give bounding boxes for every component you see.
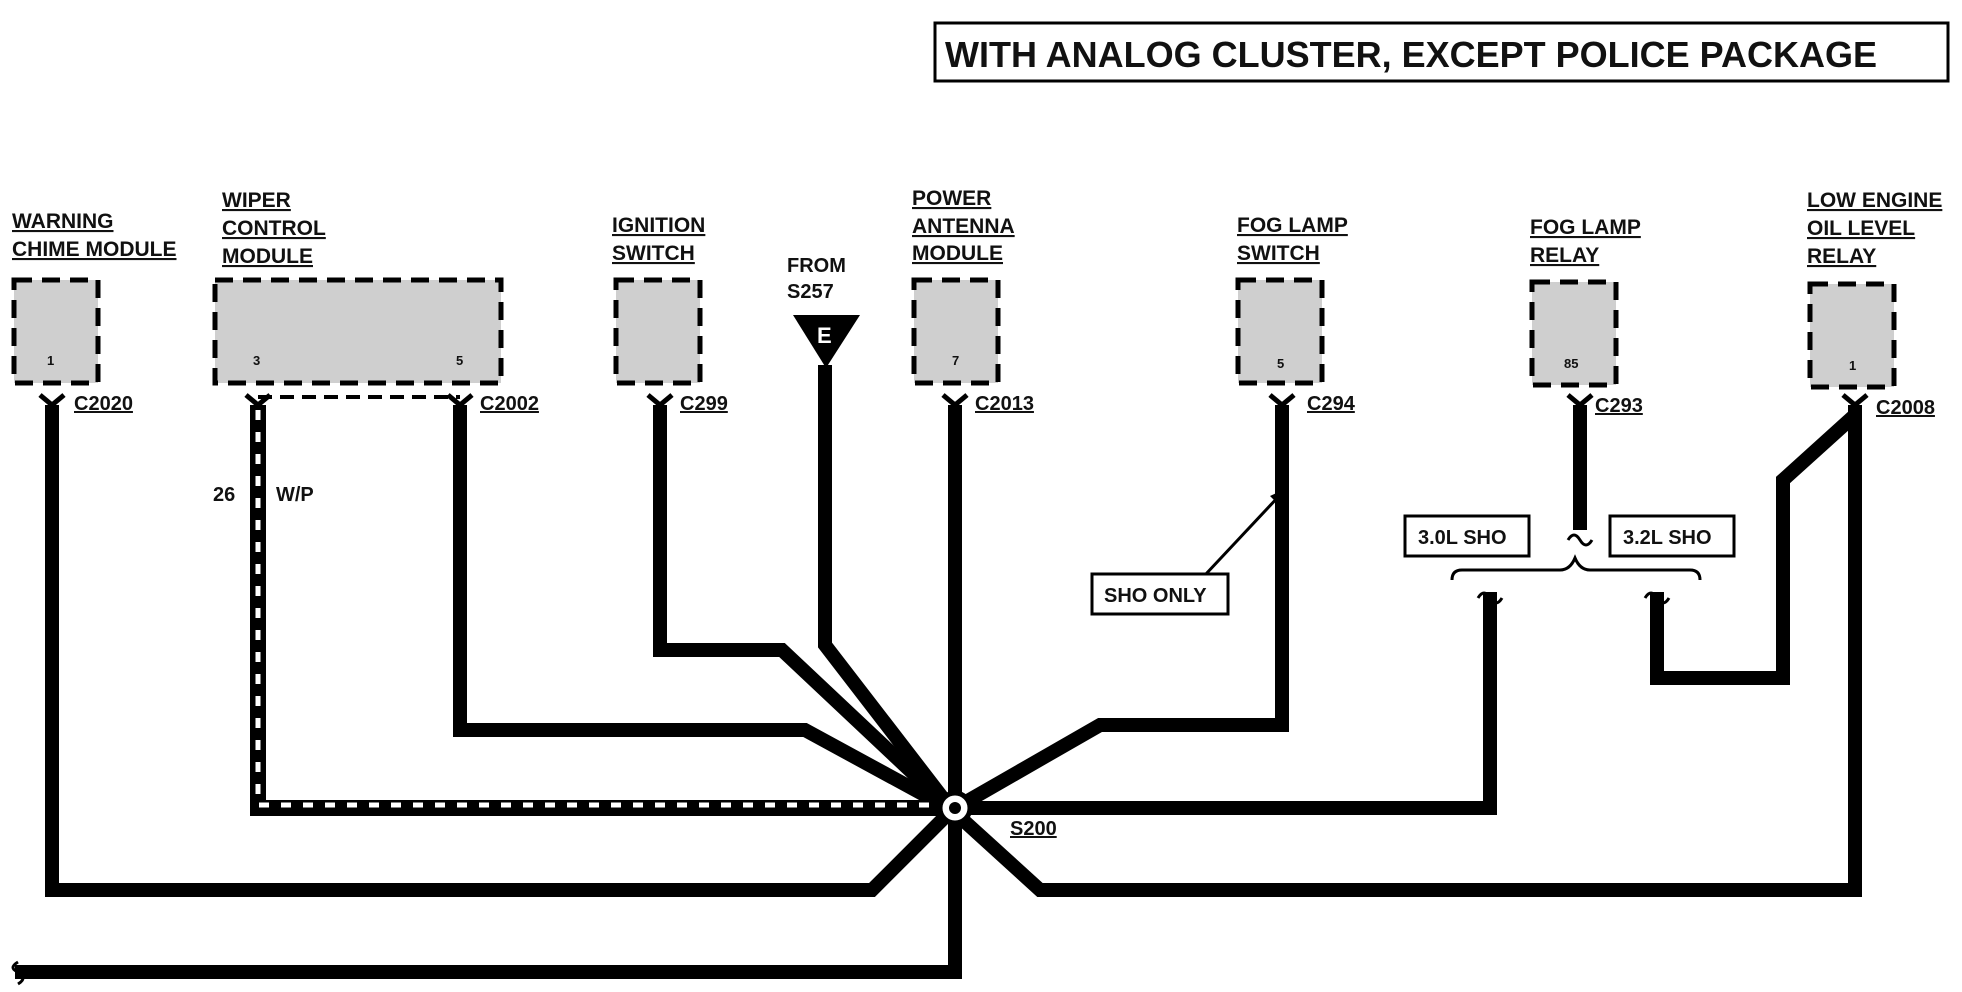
wire-ignition xyxy=(653,405,957,816)
wire-warning-chime xyxy=(45,405,957,897)
svg-text:FOG LAMP: FOG LAMP xyxy=(1530,216,1641,239)
splice-s200: S200 xyxy=(937,790,1057,840)
svg-text:MODULE: MODULE xyxy=(222,245,313,268)
svg-text:POWER: POWER xyxy=(912,187,991,210)
sho-only-callout: SHO ONLY xyxy=(1090,490,1283,616)
connector-c2008: C2008 xyxy=(1876,397,1935,419)
low-engine-oil-level-relay: LOW ENGINE OIL LEVEL RELAY 1 C2008 xyxy=(1807,189,1942,419)
svg-text:ANTENNA: ANTENNA xyxy=(912,215,1015,238)
title-box: WITH ANALOG CLUSTER, EXCEPT POLICE PACKA… xyxy=(933,21,1950,83)
svg-text:WARNING: WARNING xyxy=(12,210,114,233)
svg-text:1: 1 xyxy=(47,353,54,368)
wires xyxy=(11,365,1869,986)
sho-only-label: SHO ONLY xyxy=(1104,585,1207,607)
svg-text:5: 5 xyxy=(456,353,463,368)
svg-text:FROM: FROM xyxy=(787,255,846,277)
svg-text:SWITCH: SWITCH xyxy=(612,242,695,265)
svg-text:IGNITION: IGNITION xyxy=(612,214,705,237)
wire-sho-30 xyxy=(952,592,1497,815)
sho-30-label: 3.0L SHO xyxy=(1418,527,1507,549)
ground-symbol-letter: E xyxy=(817,323,832,348)
fog-lamp-relay: FOG LAMP RELAY 85 C293 xyxy=(1529,216,1643,417)
warning-chime-module: WARNING CHIME MODULE 1 C2020 xyxy=(11,210,177,415)
svg-text:7: 7 xyxy=(952,353,959,368)
connector-c2020: C2020 xyxy=(74,393,133,415)
wire-circuit-number: 26 xyxy=(213,484,235,506)
svg-text:5: 5 xyxy=(1277,356,1284,371)
connector-c293: C293 xyxy=(1595,395,1643,417)
svg-text:OIL LEVEL: OIL LEVEL xyxy=(1807,217,1915,240)
wiper-control-module: WIPER CONTROL MODULE 3 5 C2002 26 W/P xyxy=(212,189,539,506)
svg-text:SWITCH: SWITCH xyxy=(1237,242,1320,265)
svg-text:FOG LAMP: FOG LAMP xyxy=(1237,214,1348,237)
connector-c294: C294 xyxy=(1307,393,1356,415)
splice-label: S200 xyxy=(1010,818,1057,840)
connector-c2002: C2002 xyxy=(480,393,539,415)
svg-text:WIPER: WIPER xyxy=(222,189,291,212)
ground-from-s257: FROM S257 E xyxy=(787,255,860,368)
sho-variant-selector: 3.0L SHO 3.2L SHO xyxy=(1403,514,1736,605)
svg-text:RELAY: RELAY xyxy=(1807,245,1876,268)
fog-lamp-switch: FOG LAMP SWITCH 5 C294 xyxy=(1235,214,1356,415)
wire-fog-lamp-switch xyxy=(948,405,1289,817)
wire-sho-32 xyxy=(1650,409,1860,685)
svg-text:CONTROL: CONTROL xyxy=(222,217,326,240)
connector-c299: C299 xyxy=(680,393,728,415)
power-antenna-module: POWER ANTENNA MODULE 7 C2013 xyxy=(911,187,1034,415)
sho-32-label: 3.2L SHO xyxy=(1623,527,1712,549)
svg-text:S257: S257 xyxy=(787,281,834,303)
svg-text:1: 1 xyxy=(1849,358,1856,373)
wire-to-ground xyxy=(15,815,962,979)
svg-text:MODULE: MODULE xyxy=(912,242,1003,265)
svg-text:RELAY: RELAY xyxy=(1530,244,1599,267)
wire-wiper-pin5 xyxy=(453,405,956,817)
wire-ground-s257 xyxy=(818,365,958,815)
svg-text:3: 3 xyxy=(253,353,260,368)
connector-c2013: C2013 xyxy=(975,393,1034,415)
svg-text:LOW ENGINE: LOW ENGINE xyxy=(1807,189,1942,212)
diagram-title: WITH ANALOG CLUSTER, EXCEPT POLICE PACKA… xyxy=(945,34,1877,75)
wire-color: W/P xyxy=(276,484,314,506)
svg-text:CHIME MODULE: CHIME MODULE xyxy=(12,238,177,261)
ignition-switch: IGNITION SWITCH C299 xyxy=(612,214,728,415)
wire-low-oil-relay xyxy=(947,405,1862,897)
wire-wiper-pin3 xyxy=(250,405,950,816)
svg-text:85: 85 xyxy=(1564,356,1578,371)
